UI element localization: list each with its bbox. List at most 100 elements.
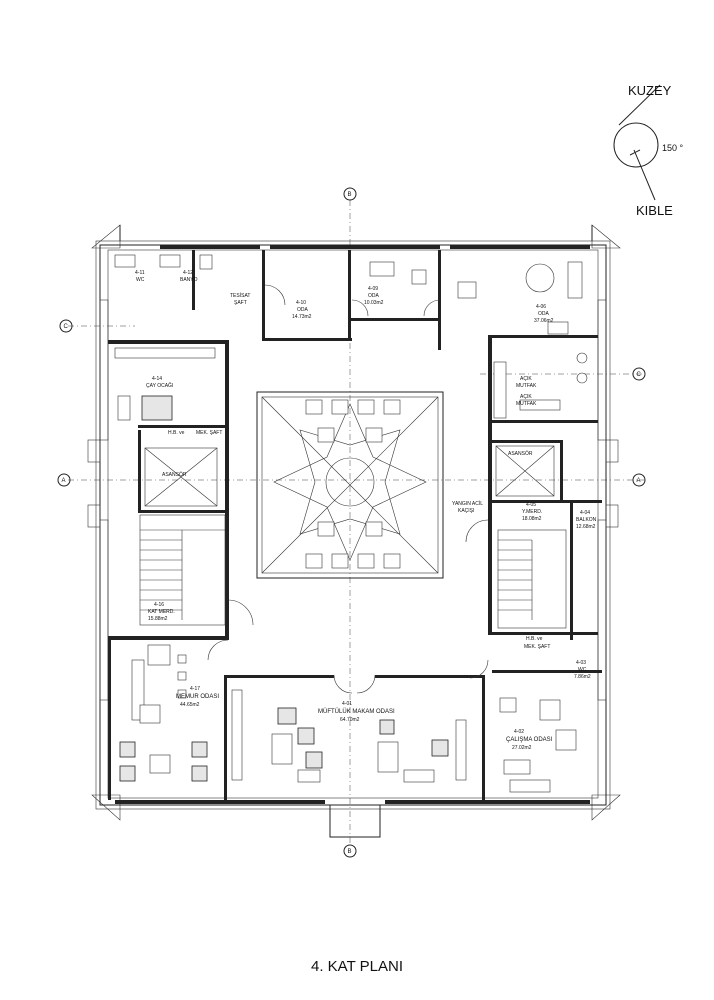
svg-text:ÇALIŞMA ODASI: ÇALIŞMA ODASI: [506, 737, 553, 743]
svg-text:4-17: 4-17: [190, 686, 200, 692]
svg-text:C: C: [637, 372, 642, 378]
svg-text:MÜFTÜLÜK MAKAM ODASI: MÜFTÜLÜK MAKAM ODASI: [318, 708, 395, 715]
svg-text:H.B. ve: H.B. ve: [526, 636, 543, 642]
compass-angle-label: 150 °: [662, 143, 684, 153]
room-label-4-02: 4-02 ÇALIŞMA ODASI 27.02m2: [506, 729, 553, 751]
room-label-4-03: 4-03 WC 7.86m2: [574, 660, 591, 680]
svg-text:H.B. ve: H.B. ve: [168, 430, 185, 436]
main-staircase: [139, 514, 226, 626]
room-label-4-16: 4-16 KAT MERD. 15.88m2: [148, 602, 175, 622]
room-label-4-04: 4-04 BALKON 12.68m2: [576, 510, 597, 530]
svg-text:64.70m2: 64.70m2: [340, 717, 360, 723]
room-label-4-05: 4-05 Y.MERD. 18.08m2: [522, 502, 542, 522]
svg-text:KAÇIŞI: KAÇIŞI: [458, 508, 474, 514]
svg-text:4-10: 4-10: [296, 300, 306, 306]
room-label-4-12: 4-12 BANYO: [180, 270, 198, 283]
furniture-makam-odasi: [231, 689, 467, 783]
furniture-acik-mutfak: [493, 361, 561, 419]
grid-bubble-c-left: C: [59, 319, 73, 333]
svg-text:WC: WC: [578, 667, 587, 673]
emergency-staircase: [497, 529, 567, 629]
svg-text:4-04: 4-04: [580, 510, 590, 516]
svg-text:YANGIN ACİL: YANGIN ACİL: [452, 500, 483, 507]
room-label-4-17: 4-17 MEMUR ODASI 44.65m2: [176, 686, 219, 708]
svg-text:4-14: 4-14: [152, 376, 162, 382]
svg-text:KAT MERD.: KAT MERD.: [148, 609, 175, 615]
grid-bubble-c-right: C: [632, 367, 646, 381]
svg-text:44.65m2: 44.65m2: [180, 702, 200, 708]
plan-title: 4. KAT PLANI: [311, 958, 403, 975]
label-tesisat-saft: TESİSAT ŞAFT: [230, 292, 250, 306]
label-acik-mutfak-1: AÇIK MUTFAK: [516, 376, 537, 389]
label-acik-mutfak-2: AÇIK MUTFAK: [516, 394, 537, 407]
label-yangin-kacisi: YANGIN ACİL KAÇIŞI: [452, 500, 483, 514]
furniture-cay-ocagi: [114, 347, 216, 421]
room-label-4-06: 4-06 ODA 37.06m2: [534, 304, 554, 324]
furniture-memur-odasi: [119, 644, 208, 782]
svg-text:12.68m2: 12.68m2: [576, 524, 596, 530]
label-mek-saft-right: H.B. ve MEK. ŞAFT: [524, 636, 550, 650]
interior-walls: [108, 250, 602, 800]
svg-text:B: B: [348, 192, 352, 198]
elevator-right: [495, 445, 555, 497]
svg-text:AÇIK: AÇIK: [520, 394, 532, 400]
svg-text:MEK. ŞAFT: MEK. ŞAFT: [524, 644, 550, 650]
door-swings: [207, 284, 489, 694]
svg-text:Y.MERD.: Y.MERD.: [522, 509, 542, 515]
svg-text:A: A: [637, 478, 641, 484]
grid-bubble-b-top: B: [343, 187, 357, 201]
furniture-wc-bath: [114, 254, 477, 299]
svg-text:4-05: 4-05: [526, 502, 536, 508]
svg-text:B: B: [348, 849, 352, 855]
svg-text:7.86m2: 7.86m2: [574, 674, 591, 680]
svg-text:ODA: ODA: [297, 307, 309, 313]
svg-text:MUTFAK: MUTFAK: [516, 383, 537, 389]
grid-bubble-a-right: A: [632, 473, 646, 487]
svg-text:10.03m2: 10.03m2: [364, 300, 384, 306]
svg-text:4-01: 4-01: [342, 701, 352, 707]
svg-text:ODA: ODA: [538, 311, 550, 317]
room-label-4-09: 4-09 ODA 10.03m2: [364, 286, 384, 306]
central-atrium: [256, 391, 444, 579]
furniture-calisma-odasi: [499, 697, 577, 793]
label-mek-saft-left: H.B. ve MEK. ŞAFT: [168, 430, 222, 436]
svg-text:ODA: ODA: [368, 293, 380, 299]
svg-text:WC: WC: [136, 277, 145, 283]
svg-text:37.06m2: 37.06m2: [534, 318, 554, 324]
svg-text:14.73m2: 14.73m2: [292, 314, 312, 320]
svg-text:MEMUR ODASI: MEMUR ODASI: [176, 694, 219, 700]
svg-text:4-03: 4-03: [576, 660, 586, 666]
label-asansor-left: ASANSÖR: [162, 471, 187, 478]
svg-text:MUTFAK: MUTFAK: [516, 401, 537, 407]
room-label-4-14: 4-14 ÇAY OCAĞI: [146, 376, 173, 389]
grid-bubble-a-left: A: [57, 473, 71, 487]
svg-text:ÇAY OCAĞI: ÇAY OCAĞI: [146, 382, 173, 389]
grid-bubble-b-bottom: B: [343, 844, 357, 858]
room-label-4-11: 4-11 WC: [135, 270, 145, 283]
svg-text:4-12: 4-12: [183, 270, 193, 276]
svg-text:4-09: 4-09: [368, 286, 378, 292]
svg-text:C: C: [64, 324, 69, 330]
atrium-seats-top: [305, 399, 401, 443]
compass: KUZEY KIBLE 150 °: [613, 83, 684, 218]
furniture-oda-4-06: [525, 261, 588, 384]
svg-text:AÇIK: AÇIK: [520, 376, 532, 382]
svg-text:BALKON: BALKON: [576, 517, 597, 523]
room-label-4-10: 4-10 ODA 14.73m2: [292, 300, 312, 320]
svg-text:4-11: 4-11: [135, 270, 145, 276]
compass-north-label: KUZEY: [628, 83, 672, 98]
exterior-walls: [87, 224, 621, 838]
svg-text:BANYO: BANYO: [180, 277, 198, 283]
svg-text:4-06: 4-06: [536, 304, 546, 310]
room-label-4-01: 4-01 MÜFTÜLÜK MAKAM ODASI 64.70m2: [318, 701, 395, 723]
atrium-seats-bottom: [305, 521, 401, 569]
grid-axes: B B A A C C: [57, 187, 646, 858]
svg-text:4-16: 4-16: [154, 602, 164, 608]
svg-text:27.02m2: 27.02m2: [512, 745, 532, 751]
svg-text:ŞAFT: ŞAFT: [234, 300, 247, 306]
elevator-left: [144, 447, 218, 507]
svg-text:MEK. ŞAFT: MEK. ŞAFT: [196, 430, 222, 436]
svg-text:18.08m2: 18.08m2: [522, 516, 542, 522]
svg-text:15.88m2: 15.88m2: [148, 616, 168, 622]
